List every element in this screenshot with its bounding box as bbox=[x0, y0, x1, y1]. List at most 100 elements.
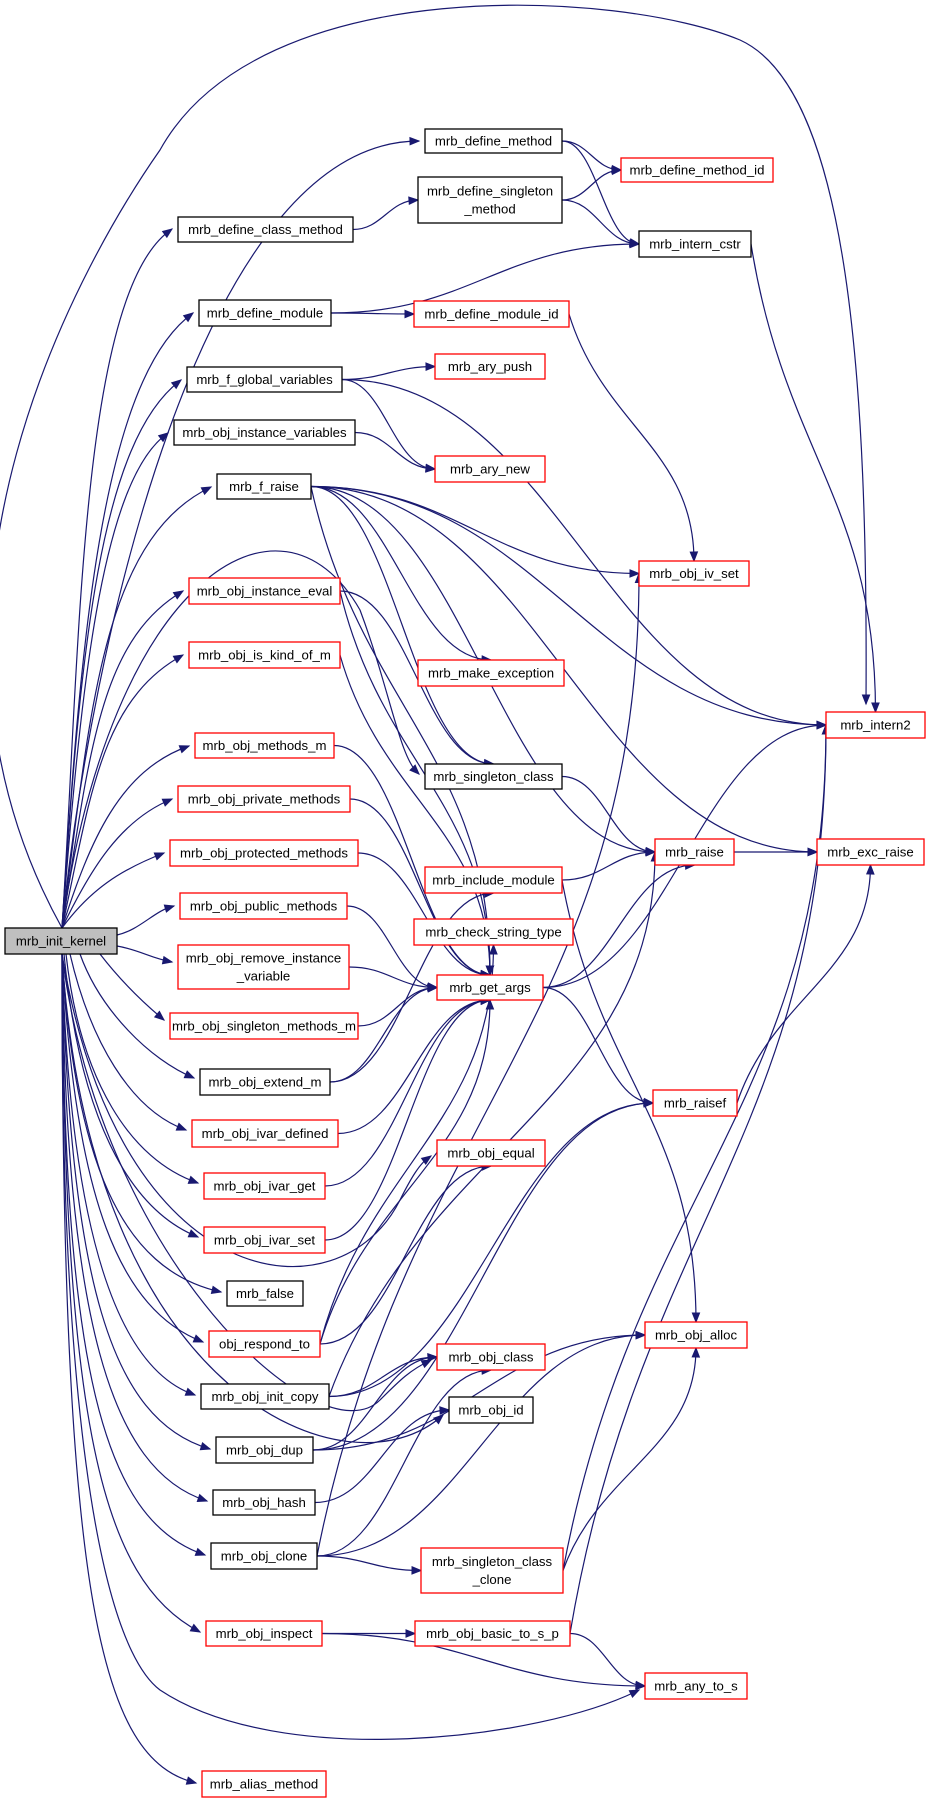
node-box bbox=[215, 1436, 314, 1464]
edge-line bbox=[61, 852, 165, 929]
edge-line bbox=[341, 378, 827, 726]
edge-line bbox=[312, 1334, 646, 1451]
function-node-mrb-define-class-method[interactable]: mrb_define_class_method bbox=[177, 216, 354, 243]
function-node-mrb-define-singleton-method[interactable]: mrb_define_singleton_method bbox=[417, 176, 563, 224]
edge-line bbox=[561, 851, 656, 881]
function-node-mrb-obj-private-methods[interactable]: mrb_obj_private_methods bbox=[177, 785, 351, 813]
edge-line bbox=[61, 953, 197, 1784]
function-node-mrb-check-string-type[interactable]: mrb_check_string_type bbox=[413, 918, 574, 946]
function-node-mrb-singleton-class[interactable]: mrb_singleton_class bbox=[424, 763, 563, 790]
arrowhead bbox=[420, 1155, 433, 1166]
node-box bbox=[436, 1139, 546, 1167]
node-box bbox=[186, 366, 343, 393]
arrowhead bbox=[439, 1406, 451, 1415]
function-node-mrb-make-exception[interactable]: mrb_make_exception bbox=[417, 659, 565, 687]
call-edge bbox=[61, 228, 174, 929]
function-node-mrb-obj-methods-m[interactable]: mrb_obj_methods_m bbox=[194, 732, 335, 759]
function-node-mrb-obj-remove-instance-variable[interactable]: mrb_obj_remove_instance_variable bbox=[177, 944, 350, 990]
function-node-mrb-init-kernel[interactable]: mrb_init_kernel bbox=[4, 927, 118, 955]
function-node-mrb-obj-equal[interactable]: mrb_obj_equal bbox=[436, 1139, 546, 1167]
arrowhead bbox=[182, 312, 195, 323]
arrowhead bbox=[635, 1330, 647, 1340]
function-node-mrb-obj-id[interactable]: mrb_obj_id bbox=[448, 1396, 534, 1424]
edge-line bbox=[61, 953, 206, 1556]
function-node-mrb-intern-cstr[interactable]: mrb_intern_cstr bbox=[638, 230, 752, 258]
function-node-mrb-obj-iv-set[interactable]: mrb_obj_iv_set bbox=[638, 560, 750, 587]
function-node-mrb-any-to-s[interactable]: mrb_any_to_s bbox=[644, 1672, 748, 1700]
function-node-mrb-obj-clone[interactable]: mrb_obj_clone bbox=[210, 1542, 318, 1570]
arrowhead bbox=[689, 551, 699, 563]
function-node-mrb-define-method[interactable]: mrb_define_method bbox=[424, 128, 563, 154]
arrowhead bbox=[691, 1312, 701, 1324]
function-node-mrb-obj-instance-eval[interactable]: mrb_obj_instance_eval bbox=[188, 577, 341, 605]
node-box bbox=[169, 1012, 359, 1040]
function-node-mrb-define-method-id[interactable]: mrb_define_method_id bbox=[620, 157, 774, 183]
arrowhead bbox=[200, 486, 213, 496]
function-node-mrb-obj-is-kind-of-m[interactable]: mrb_obj_is_kind_of_m bbox=[188, 641, 341, 669]
arrowhead bbox=[194, 1547, 207, 1556]
node-label: mrb_obj_extend_m bbox=[209, 1075, 322, 1090]
call-edge bbox=[562, 1346, 701, 1571]
function-node-mrb-obj-dup[interactable]: mrb_obj_dup bbox=[215, 1436, 314, 1464]
call-edge bbox=[310, 485, 828, 730]
function-node-mrb-raisef[interactable]: mrb_raisef bbox=[652, 1089, 738, 1117]
function-node-mrb-obj-class[interactable]: mrb_obj_class bbox=[436, 1343, 546, 1371]
function-node-mrb-obj-singleton-methods-m[interactable]: mrb_obj_singleton_methods_m bbox=[169, 1012, 359, 1040]
edge-line bbox=[352, 199, 419, 231]
function-node-mrb-f-global-variables[interactable]: mrb_f_global_variables bbox=[186, 366, 343, 393]
call-edge bbox=[569, 1632, 647, 1690]
function-node-mrb-obj-ivar-set[interactable]: mrb_obj_ivar_set bbox=[203, 1226, 326, 1254]
function-node-obj-respond-to[interactable]: obj_respond_to bbox=[208, 1330, 321, 1358]
node-label: mrb_get_args bbox=[449, 980, 531, 995]
function-node-mrb-obj-basic-to-s-p[interactable]: mrb_obj_basic_to_s_p bbox=[414, 1620, 571, 1647]
function-node-mrb-get-args[interactable]: mrb_get_args bbox=[436, 974, 544, 1001]
node-label: mrb_obj_methods_m bbox=[203, 738, 327, 753]
function-node-mrb-exc-raise[interactable]: mrb_exc_raise bbox=[816, 838, 925, 866]
node-label: mrb_intern2 bbox=[840, 718, 910, 733]
node-box bbox=[216, 473, 312, 500]
edge-line bbox=[330, 312, 415, 315]
edge-line bbox=[321, 1632, 646, 1687]
node-box bbox=[210, 1542, 318, 1570]
function-node-mrb-alias-method[interactable]: mrb_alias_method bbox=[201, 1770, 327, 1798]
call-edge bbox=[354, 431, 437, 473]
function-node-mrb-obj-ivar-get[interactable]: mrb_obj_ivar_get bbox=[203, 1172, 326, 1200]
function-node-mrb-obj-protected-methods[interactable]: mrb_obj_protected_methods bbox=[169, 839, 359, 867]
function-node-mrb-raise[interactable]: mrb_raise bbox=[654, 838, 735, 866]
call-edge bbox=[61, 745, 191, 929]
function-node-mrb-f-raise[interactable]: mrb_f_raise bbox=[216, 473, 312, 500]
function-node-mrb-ary-new[interactable]: mrb_ary_new bbox=[434, 455, 546, 483]
edge-line bbox=[316, 1334, 646, 1557]
function-node-mrb-obj-ivar-defined[interactable]: mrb_obj_ivar_defined bbox=[191, 1119, 339, 1148]
edge-line bbox=[61, 379, 182, 929]
node-label: mrb_obj_singleton_methods_m bbox=[172, 1019, 356, 1034]
node-box bbox=[188, 577, 341, 605]
call-edge bbox=[337, 996, 492, 1135]
function-node-mrb-define-module-id[interactable]: mrb_define_module_id bbox=[413, 300, 570, 328]
function-node-mrb-obj-instance-variables[interactable]: mrb_obj_instance_variables bbox=[173, 419, 356, 446]
node-box bbox=[638, 560, 750, 587]
call-edge bbox=[61, 953, 212, 1451]
node-label: _method bbox=[463, 202, 515, 217]
function-node-mrb-include-module[interactable]: mrb_include_module bbox=[424, 866, 563, 894]
function-node-mrb-obj-hash[interactable]: mrb_obj_hash bbox=[212, 1489, 316, 1516]
function-node-mrb-intern2[interactable]: mrb_intern2 bbox=[825, 711, 926, 739]
node-box bbox=[169, 839, 359, 867]
edge-line bbox=[329, 986, 438, 1083]
call-edge bbox=[561, 166, 623, 201]
function-node-mrb-define-module[interactable]: mrb_define_module bbox=[198, 299, 332, 327]
node-box bbox=[177, 785, 351, 813]
function-node-mrb-singleton-class-clone[interactable]: mrb_singleton_class_clone bbox=[420, 1547, 564, 1594]
node-box bbox=[825, 711, 926, 739]
function-node-mrb-obj-alloc[interactable]: mrb_obj_alloc bbox=[644, 1321, 748, 1349]
function-node-mrb-obj-public-methods[interactable]: mrb_obj_public_methods bbox=[179, 892, 348, 920]
function-node-mrb-obj-inspect[interactable]: mrb_obj_inspect bbox=[205, 1620, 323, 1647]
function-node-mrb-obj-extend-m[interactable]: mrb_obj_extend_m bbox=[199, 1068, 331, 1096]
arrowhead bbox=[628, 1689, 641, 1699]
node-label: mrb_obj_hash bbox=[222, 1495, 306, 1510]
edge-line bbox=[61, 953, 432, 1268]
node-box bbox=[420, 1547, 564, 1594]
function-node-mrb-obj-init-copy[interactable]: mrb_obj_init_copy bbox=[200, 1383, 330, 1410]
function-node-mrb-ary-push[interactable]: mrb_ary_push bbox=[434, 353, 546, 380]
function-node-mrb-false[interactable]: mrb_false bbox=[226, 1280, 304, 1307]
